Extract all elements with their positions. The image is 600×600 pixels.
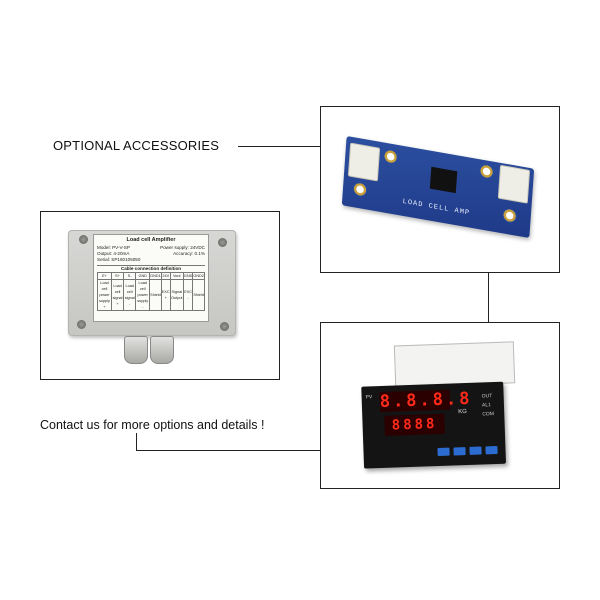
cable-cell: Load cell power supply - bbox=[135, 279, 151, 311]
meter-button bbox=[437, 447, 450, 457]
cable-header: GND1 bbox=[149, 272, 162, 280]
lower-display: 8888 bbox=[384, 413, 445, 436]
mounting-hole-icon bbox=[383, 148, 399, 165]
cable-header: E+ bbox=[97, 272, 112, 280]
label-output: Output: 4-20mA bbox=[97, 251, 130, 256]
meter-button bbox=[453, 447, 466, 456]
side-label-out: OUT bbox=[481, 393, 493, 400]
mounting-hole-icon bbox=[502, 207, 518, 224]
digital-meter: PV 8.8.8.8 8888 KG OUT AL1 COM bbox=[360, 341, 516, 472]
cable-header: GND2 bbox=[192, 272, 205, 280]
cable-header: 24V bbox=[160, 272, 171, 280]
cable-cell: Shield bbox=[149, 279, 162, 311]
label-model: Model: PV-V-SP bbox=[97, 245, 130, 250]
connector-icon bbox=[347, 142, 381, 182]
label-serial: Serial: SP160105050 bbox=[97, 257, 141, 262]
pv-label: PV bbox=[365, 394, 373, 401]
screw-icon bbox=[220, 322, 229, 331]
cable-gland-icon bbox=[150, 336, 174, 364]
side-label-com: COM bbox=[482, 411, 495, 418]
cable-header: S- bbox=[123, 272, 137, 280]
upper-display: 8.8.8.8 bbox=[379, 388, 473, 413]
cable-cell: Load cell signal + bbox=[110, 279, 125, 311]
cable-gland-icon bbox=[124, 336, 148, 364]
unit-label: KG bbox=[458, 408, 467, 416]
cable-table: E+ S+ S- GND GND1 24V Vout GND GND2 Load… bbox=[97, 272, 205, 311]
connector-line-vertical-right bbox=[488, 272, 489, 322]
label-accuracy: Accuracy: 0.1% bbox=[173, 251, 205, 256]
meter-button bbox=[469, 446, 482, 455]
chip-icon bbox=[429, 166, 458, 194]
cable-header: S+ bbox=[110, 272, 125, 280]
cable-cell: Load cell signal - bbox=[123, 279, 137, 311]
cable-header: Vout bbox=[169, 272, 184, 280]
screw-icon bbox=[79, 235, 88, 244]
screw-icon bbox=[218, 238, 227, 247]
cable-header: GND bbox=[135, 272, 151, 280]
mounting-hole-icon bbox=[479, 163, 495, 180]
screw-icon bbox=[77, 320, 86, 329]
mounting-hole-icon bbox=[352, 181, 368, 198]
label-title: Load cell Amplifier bbox=[126, 237, 176, 243]
connector-icon bbox=[497, 164, 531, 204]
meter-top-label bbox=[393, 341, 516, 388]
label-power: Power supply: 24VDC bbox=[160, 245, 205, 250]
cable-cell: EXC - bbox=[182, 279, 194, 311]
pcb-silkscreen: LOAD CELL AMP bbox=[402, 197, 471, 218]
side-label-al1: AL1 bbox=[481, 402, 491, 409]
amplifier-label: Load cell Amplifier Model: PV-V-SP Power … bbox=[93, 234, 209, 322]
connector-line-vertical-left bbox=[136, 433, 137, 451]
connector-line-bottom bbox=[136, 450, 320, 451]
meter-side-labels: OUT AL1 COM bbox=[482, 392, 495, 419]
cable-cell: EXC + bbox=[160, 279, 171, 311]
cable-cell: Shield bbox=[192, 279, 205, 311]
meter-face: PV 8.8.8.8 8888 KG OUT AL1 COM bbox=[361, 381, 507, 469]
connector-line-heading bbox=[238, 146, 320, 147]
cable-header: GND bbox=[182, 272, 194, 280]
label-cable-caption: Cable connection definition bbox=[97, 265, 205, 272]
meter-button bbox=[485, 445, 498, 455]
contact-text: Contact us for more options and details … bbox=[40, 418, 265, 432]
cable-cell: Load cell power supply + bbox=[97, 279, 112, 311]
cable-cell: Signal Output bbox=[169, 279, 184, 311]
heading: OPTIONAL ACCESSORIES bbox=[53, 138, 220, 153]
